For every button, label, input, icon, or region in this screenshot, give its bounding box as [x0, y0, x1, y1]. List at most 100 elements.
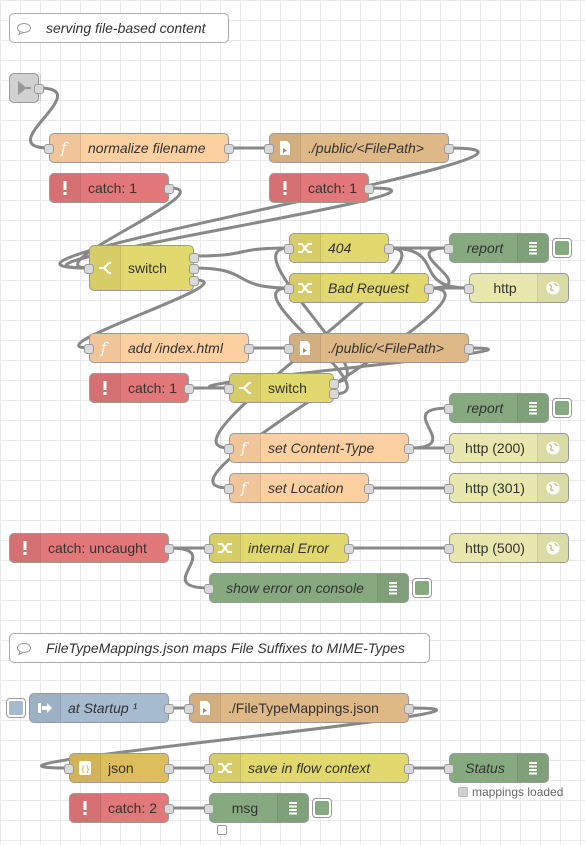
debug-toggle-button[interactable]	[552, 238, 572, 258]
change-404-node[interactable]: 404	[284, 233, 394, 263]
output-port-3[interactable]	[189, 275, 199, 286]
wire-6[interactable]	[193, 266, 290, 290]
change-bad-node[interactable]: Bad Request	[284, 273, 434, 303]
input-port[interactable]	[284, 244, 294, 254]
http-resp-node[interactable]: http	[464, 273, 569, 303]
input-port[interactable]	[184, 704, 194, 714]
wire-23[interactable]	[168, 546, 210, 590]
input-port[interactable]	[284, 284, 294, 294]
input-port[interactable]	[444, 404, 454, 414]
wire-2[interactable]	[76, 186, 182, 270]
debug-toggle-button[interactable]	[312, 798, 332, 818]
wire-26[interactable]	[40, 706, 438, 770]
link-in-node[interactable]	[9, 73, 44, 103]
inject-trigger-button[interactable]	[6, 698, 26, 718]
output-port-2[interactable]	[329, 389, 339, 399]
file-public-2-node[interactable]: ./public/<FilePath>	[284, 333, 474, 363]
wire-7[interactable]	[77, 278, 206, 350]
input-port[interactable]	[464, 284, 474, 294]
http-500-node[interactable]: http (500)	[444, 533, 569, 563]
switch-2-node[interactable]: switch	[224, 373, 339, 403]
output-port[interactable]	[344, 544, 354, 554]
input-port[interactable]	[224, 444, 234, 454]
output-port[interactable]	[164, 544, 174, 554]
debug-msg-node[interactable]: msg	[204, 793, 332, 823]
change-save-node[interactable]: save in flow context	[204, 753, 414, 783]
file-mappings-node[interactable]: ./FileTypeMappings.json	[184, 693, 414, 723]
input-port[interactable]	[224, 484, 234, 494]
output-port[interactable]	[224, 144, 234, 154]
wire-9[interactable]	[388, 246, 470, 290]
wire-3[interactable]	[65, 186, 393, 270]
output-port-1[interactable]	[189, 252, 199, 263]
output-port[interactable]	[164, 184, 174, 194]
node-label: catch: uncaught	[48, 540, 147, 556]
debug-toggle-button[interactable]	[412, 578, 432, 598]
input-port[interactable]	[444, 244, 454, 254]
change-internal-node[interactable]: internal Error	[204, 533, 354, 563]
output-port[interactable]	[364, 184, 374, 194]
catch-1a-node[interactable]: catch: 1	[49, 173, 174, 203]
input-port[interactable]	[204, 764, 214, 774]
input-port[interactable]	[444, 444, 454, 454]
output-port[interactable]	[164, 764, 174, 774]
input-port[interactable]	[84, 344, 94, 354]
wire-13[interactable]	[208, 346, 490, 390]
input-port[interactable]	[444, 544, 454, 554]
output-port[interactable]	[384, 244, 394, 254]
catch-uncaught-node[interactable]: catch: uncaught	[9, 533, 174, 563]
input-port[interactable]	[444, 484, 454, 494]
output-port[interactable]	[464, 344, 474, 354]
output-port[interactable]	[444, 144, 454, 154]
catch-2-node[interactable]: catch: 2	[69, 793, 174, 823]
input-port[interactable]	[204, 584, 214, 594]
output-port[interactable]	[184, 384, 194, 394]
output-port[interactable]	[404, 444, 414, 454]
wire-5[interactable]	[193, 246, 290, 258]
input-port[interactable]	[444, 764, 454, 774]
http-301-node[interactable]: http (301)	[444, 473, 569, 503]
output-port[interactable]	[244, 344, 254, 354]
input-port[interactable]	[224, 384, 234, 394]
input-port[interactable]	[204, 544, 214, 554]
input-port[interactable]	[204, 804, 214, 814]
file-public-1-node[interactable]: ./public/<FilePath>	[264, 133, 454, 163]
wire-4[interactable]	[58, 146, 480, 270]
output-port[interactable]	[404, 764, 414, 774]
debug-toggle-button[interactable]	[552, 398, 572, 418]
input-port[interactable]	[44, 144, 54, 154]
debug-report-2-node[interactable]: report	[444, 393, 572, 423]
switch-1-node[interactable]: switch	[84, 245, 199, 291]
input-port[interactable]	[84, 264, 94, 274]
output-port[interactable]	[34, 84, 44, 94]
debug-console-node[interactable]: show error on console	[204, 573, 432, 603]
output-port[interactable]	[424, 284, 434, 294]
http-200-node[interactable]: http (200)	[444, 433, 569, 463]
debug-status-node[interactable]: Status	[444, 753, 549, 783]
wire-10[interactable]	[427, 246, 451, 290]
output-port-2[interactable]	[189, 264, 199, 274]
catch-1b-node[interactable]: catch: 1	[269, 173, 374, 203]
output-port[interactable]	[164, 704, 174, 714]
node-label: catch: 2	[108, 800, 158, 816]
output-port-1[interactable]	[329, 379, 339, 389]
input-port[interactable]	[284, 344, 294, 354]
comment-node-1[interactable]: serving file-based content	[9, 13, 229, 43]
wire-19[interactable]	[408, 406, 450, 450]
output-port[interactable]	[364, 484, 374, 494]
json-parse-node[interactable]: {}json	[64, 753, 174, 783]
output-port[interactable]	[404, 704, 414, 714]
output-port[interactable]	[164, 804, 174, 814]
comment-node-2[interactable]: FileTypeMappings.json maps File Suffixes…	[9, 633, 430, 663]
inject-startup-node[interactable]: at Startup ¹	[6, 693, 174, 723]
catch-1c-node[interactable]: catch: 1	[89, 373, 194, 403]
debug-report-1-node[interactable]: report	[444, 233, 572, 263]
wire-0[interactable]	[29, 86, 59, 150]
input-port[interactable]	[264, 144, 274, 154]
input-port[interactable]	[64, 764, 74, 774]
